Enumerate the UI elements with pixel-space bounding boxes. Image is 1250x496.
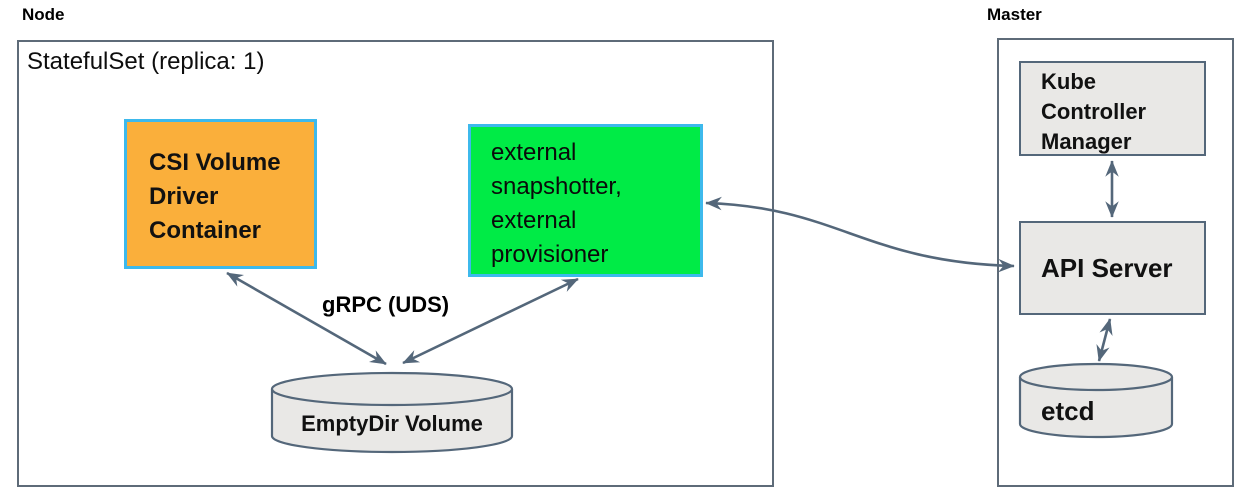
- csi-box-line-3: Container: [149, 217, 262, 244]
- csi-volume-driver-container-box: CSI Volume Driver Container: [124, 119, 317, 269]
- statefulset-title: StatefulSet (replica: 1): [27, 48, 265, 75]
- csi-box-line-2: Driver: [149, 183, 219, 210]
- kcm-box-line-2: Controller: [1041, 99, 1147, 124]
- emptydir-volume-label: EmptyDir Volume: [301, 411, 483, 436]
- kube-controller-manager-box: Kube Controller Manager: [1019, 61, 1206, 156]
- csi-box-line-1: CSI Volume: [149, 149, 281, 176]
- external-box-line-2: snapshotter,: [491, 173, 622, 200]
- external-box-line-3: external: [491, 207, 577, 234]
- master-section-label: Master: [987, 5, 1042, 24]
- etcd-label: etcd: [1041, 396, 1095, 426]
- external-box-line-4: provisioner: [491, 241, 609, 268]
- api-server-label: API Server: [1041, 252, 1173, 283]
- kcm-box-line-3: Manager: [1041, 129, 1132, 154]
- node-section-label: Node: [22, 5, 65, 24]
- grpc-uds-label: gRPC (UDS): [322, 292, 450, 317]
- api-server-box: API Server: [1019, 221, 1206, 315]
- kcm-box-line-1: Kube: [1041, 69, 1096, 94]
- external-box-line-1: external: [491, 139, 577, 166]
- external-snapshotter-provisioner-box: external snapshotter, external provision…: [468, 124, 703, 277]
